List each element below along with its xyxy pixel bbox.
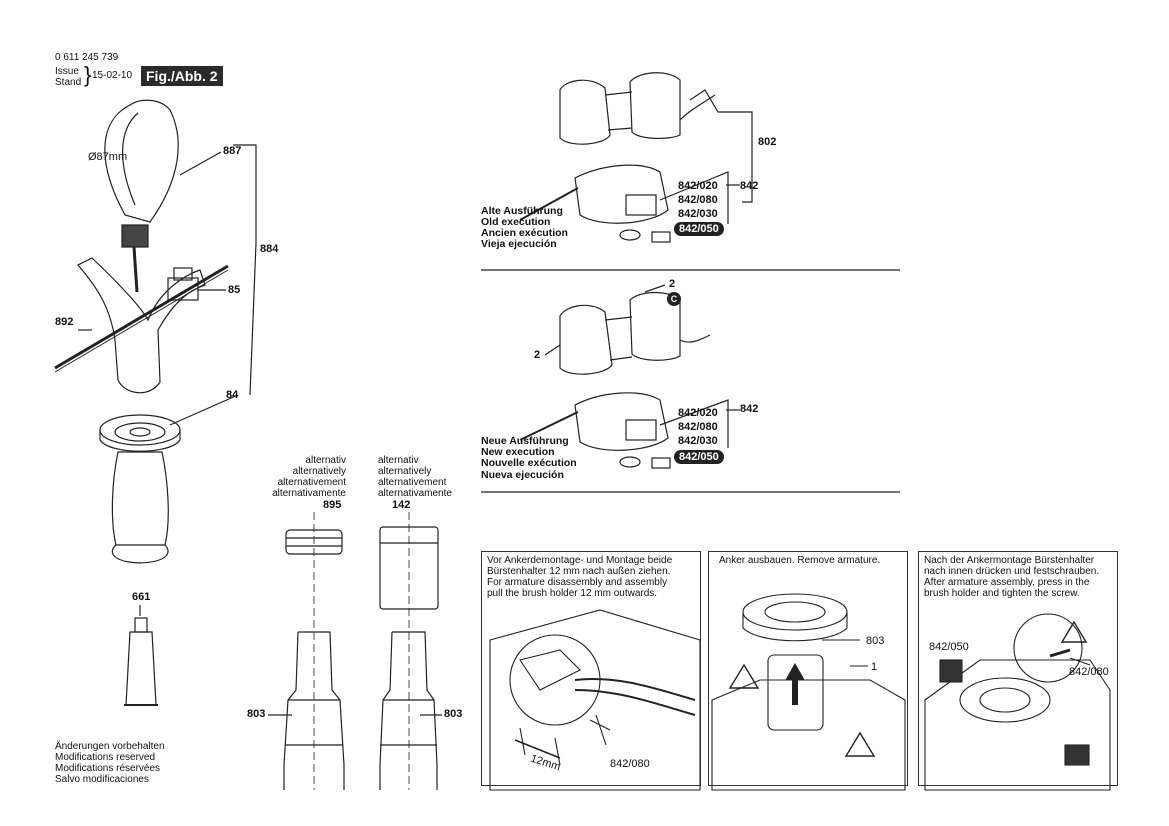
instruction-3-line-1: Nach der Ankermontage Bürstenhalter [924, 555, 1095, 566]
new-caption-es: Nueva ejecución [481, 469, 564, 481]
instruction-box-pull-brush-holder: Vor Ankerdemontage- und Montage beide Bü… [481, 551, 701, 786]
new-group-842-label: 842 [740, 403, 759, 415]
issue-date: 15-02-10 [92, 70, 133, 81]
part-803-label-left: 803 [247, 708, 266, 720]
figure-tag: Fig./Abb. 2 [141, 66, 223, 86]
new-part-842-080: 842/080 [678, 421, 718, 433]
old-caption-es: Vieja ejecución [481, 238, 557, 250]
alternative-a-2: alternatively [292, 466, 346, 477]
old-part-842-080: 842/080 [678, 194, 718, 206]
alternative-a-1: alternativ [305, 455, 346, 466]
note-line-fr: Modifications réservées [55, 763, 161, 774]
note-line-es: Salvo modificaciones [55, 774, 149, 785]
new-part-842-030: 842/030 [678, 435, 718, 447]
old-caption-en: Old execution [481, 216, 551, 228]
new-label-2-left: 2 [534, 349, 541, 361]
new-caption-en: New execution [481, 446, 555, 458]
alternative-b-2: alternatively [378, 466, 432, 477]
part-84-label: 84 [226, 389, 239, 401]
instruction-1-line-1: Vor Ankerdemontage- und Montage beide [487, 555, 673, 566]
new-caption-fr: Nouvelle exécution [481, 457, 577, 469]
instruction-box-press-brush-holder: Nach der Ankermontage Bürstenhalter nach… [918, 551, 1118, 786]
alternative-b-1: alternativ [378, 455, 419, 466]
part-803-label-right: 803 [444, 708, 463, 720]
old-part-842-020: 842/020 [678, 180, 718, 192]
brace-symbol: } [84, 62, 92, 87]
old-caption-fr: Ancien exécution [481, 227, 568, 239]
instruction-3-line-4: brush holder and tighten the screw. [924, 588, 1080, 599]
note-line-en: Modifications reserved [55, 752, 156, 763]
instruction-3-line-3: After armature assembly, press in the [924, 577, 1090, 588]
old-part-842-030: 842/030 [678, 208, 718, 220]
part-142-label: 142 [392, 499, 411, 511]
alternative-a-4: alternativamente [272, 488, 346, 499]
old-caption-de: Alte Ausführung [481, 205, 563, 217]
instruction-2-part-1: 1 [871, 661, 878, 673]
part-892-label: 892 [55, 316, 74, 328]
instruction-1-line-2: Bürstenhalter 12 mm nach außen ziehen. [487, 566, 671, 577]
instruction-3-part-842-080: 842/080 [1069, 666, 1109, 678]
part-895-label: 895 [323, 499, 342, 511]
alternative-b-3: alternativement [378, 477, 447, 488]
new-caption-de: Neue Ausführung [481, 435, 569, 447]
instruction-text-1: Vor Ankerdemontage- und Montage beide Bü… [487, 555, 672, 599]
instruction-1-line-3: For armature disassembly and assembly [487, 577, 668, 588]
instruction-text-3: Nach der Ankermontage Bürstenhalter nach… [924, 555, 1099, 599]
new-part-842-050-badge: 842/050 [674, 450, 724, 464]
new-part-842-020: 842/020 [678, 407, 718, 419]
instruction-1-line-4: pull the brush holder 12 mm outwards. [487, 588, 658, 599]
instruction-2-part-803: 803 [866, 635, 885, 647]
instruction-1-12mm-label: 12mm [529, 752, 562, 774]
old-part-842-050-badge: 842/050 [674, 222, 724, 236]
part-884-label: 884 [260, 243, 279, 255]
stand-label: Stand [55, 77, 82, 88]
diameter-label: Ø87mm [88, 151, 128, 163]
old-group-802-label: 802 [758, 136, 777, 148]
part-85-label: 85 [228, 284, 241, 296]
part-number: 0 611 245 739 [55, 52, 119, 63]
instruction-1-part-842-080: 842/080 [610, 758, 650, 770]
instruction-2-line-1: Anker ausbauen. Remove armature. [719, 555, 881, 566]
alternative-a-3: alternativement [277, 477, 346, 488]
part-887-label: 887 [223, 145, 242, 157]
note-line-de: Änderungen vorbehalten [55, 741, 165, 752]
old-group-842-label: 842 [740, 180, 759, 192]
alternative-b-4: alternativamente [378, 488, 452, 499]
instruction-3-part-842-050: 842/050 [929, 641, 969, 653]
instruction-3-line-2: nach innen drücken und festschrauben. [924, 566, 1100, 577]
part-661-label: 661 [132, 591, 151, 603]
new-label-2-top: 2 [669, 278, 676, 290]
new-label-c-badge: C [667, 292, 681, 306]
instruction-box-remove-armature: Anker ausbauen. Remove armature. 803 1 [708, 551, 908, 786]
issue-label: Issue [55, 66, 79, 77]
instruction-text-2: Anker ausbauen. Remove armature. [719, 555, 880, 566]
